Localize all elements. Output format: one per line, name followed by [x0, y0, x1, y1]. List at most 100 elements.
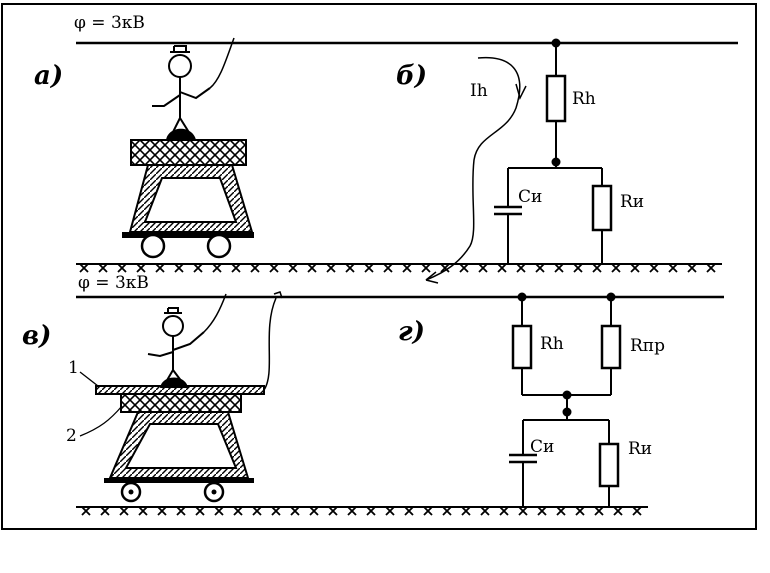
resistor-rh-top — [545, 74, 567, 123]
ground-mark — [402, 263, 412, 273]
ground-mark — [231, 263, 241, 273]
resistor-ri-top — [591, 184, 613, 232]
label-b: б) — [396, 61, 427, 91]
ground-mark — [613, 506, 623, 516]
ground-mark — [516, 263, 526, 273]
ground-mark — [155, 263, 165, 273]
ground-mark — [328, 506, 338, 516]
ground-mark — [326, 263, 336, 273]
ground-mark — [573, 263, 583, 273]
ground-mark — [174, 263, 184, 273]
label-v: в) — [22, 321, 51, 351]
ground-mark — [385, 506, 395, 516]
ground-mark — [442, 506, 452, 516]
ground-mark — [706, 263, 716, 273]
ground-mark — [212, 263, 222, 273]
ground-mark — [594, 506, 604, 516]
ground-mark — [347, 506, 357, 516]
ground-mark — [478, 263, 488, 273]
resistor-ri-label: Rи — [620, 192, 644, 212]
ground-mark — [290, 506, 300, 516]
ground-mark — [554, 263, 564, 273]
cart-wheel — [140, 233, 166, 259]
resistor-ri-label: Rи — [628, 439, 652, 459]
ground-mark — [575, 506, 585, 516]
current-path — [425, 56, 521, 281]
person-top — [152, 37, 235, 135]
ground-mark — [632, 506, 642, 516]
ground-mark — [157, 506, 167, 516]
ground-mark — [383, 263, 393, 273]
insulator-platform-top — [130, 139, 247, 166]
capacitor-label: Cи — [518, 187, 542, 207]
ground-mark — [499, 506, 509, 516]
ground-mark — [668, 263, 678, 273]
ground-mark — [176, 506, 186, 516]
ground-mark — [630, 263, 640, 273]
top-potential-label: φ = 3кВ — [74, 13, 145, 33]
ground-mark — [117, 263, 127, 273]
ground-mark — [271, 506, 281, 516]
cart-wheel — [206, 233, 232, 259]
ground-marks-top — [79, 263, 716, 273]
ground-mark — [404, 506, 414, 516]
ground-mark — [307, 263, 317, 273]
ground-mark — [138, 506, 148, 516]
ground-mark — [421, 263, 431, 273]
ground-mark — [288, 263, 298, 273]
ground-mark — [535, 263, 545, 273]
ground-mark — [233, 506, 243, 516]
ground-mark — [518, 506, 528, 516]
ground-mark — [461, 506, 471, 516]
resistor-ri-bottom — [598, 442, 620, 488]
top-panel: φ = 3кВ а) б) Ih — [34, 13, 738, 284]
resistor-rh-label: Rh — [572, 89, 596, 109]
resistor-rh-label: Rh — [540, 334, 564, 354]
ground-mark — [195, 506, 205, 516]
label-a: а) — [34, 61, 63, 91]
label-g: г) — [398, 317, 425, 347]
ground-mark — [423, 506, 433, 516]
insulator-platform-bottom — [120, 393, 242, 413]
ground-mark — [252, 506, 262, 516]
ground-mark — [100, 506, 110, 516]
bottom-panel: φ = 3кВ в) 1 2 — [22, 273, 724, 516]
bottom-potential-label: φ = 3кВ — [78, 273, 149, 293]
person-bottom — [147, 293, 227, 383]
ground-mark — [592, 263, 602, 273]
current-label: Ih — [470, 81, 488, 101]
ground-mark — [537, 506, 547, 516]
ground-mark — [459, 263, 469, 273]
ground-mark — [81, 506, 91, 516]
ground-mark — [214, 506, 224, 516]
feet-blob-top — [166, 128, 196, 140]
ground-mark — [556, 506, 566, 516]
resistor-rpr — [600, 324, 622, 370]
capacitor-label: Cи — [530, 437, 554, 457]
ground-mark — [687, 263, 697, 273]
marker-1: 1 — [68, 358, 79, 378]
ground-mark — [345, 263, 355, 273]
ground-mark — [497, 263, 507, 273]
ground-mark — [649, 263, 659, 273]
ground-marks-bottom — [81, 506, 642, 516]
ground-mark — [480, 506, 490, 516]
ground-mark — [364, 263, 374, 273]
person-head — [168, 54, 192, 78]
resistor-rpr-label: Rпр — [630, 336, 665, 356]
ground-mark — [193, 263, 203, 273]
marker-2: 2 — [66, 426, 77, 446]
ground-mark — [98, 263, 108, 273]
ground-mark — [250, 263, 260, 273]
ground-mark — [269, 263, 279, 273]
ground-mark — [136, 263, 146, 273]
outer-border — [1, 3, 757, 530]
ground-mark — [366, 506, 376, 516]
plate-wire — [263, 297, 277, 391]
ground-mark — [79, 263, 89, 273]
ground-mark — [119, 506, 129, 516]
conductive-plate — [95, 385, 265, 395]
ground-mark — [309, 506, 319, 516]
resistor-rh-bottom — [511, 324, 533, 370]
